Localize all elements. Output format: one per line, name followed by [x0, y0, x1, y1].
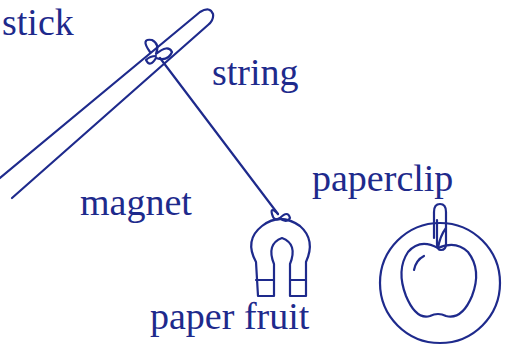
- part-label: paper fruit: [150, 296, 309, 338]
- knot: [145, 40, 172, 64]
- apple-shine: [414, 256, 424, 270]
- part-label: stick: [2, 2, 74, 44]
- part-label: paperclip: [312, 158, 453, 200]
- apple-stem: [438, 228, 446, 248]
- part-label: string: [212, 52, 299, 94]
- paper-fruit-disc: [380, 223, 500, 343]
- apple: [401, 244, 476, 317]
- magnet-shape: [251, 219, 310, 296]
- magnet-band: [256, 279, 306, 281]
- part-label: magnet: [80, 182, 192, 224]
- paperclip: [434, 204, 446, 250]
